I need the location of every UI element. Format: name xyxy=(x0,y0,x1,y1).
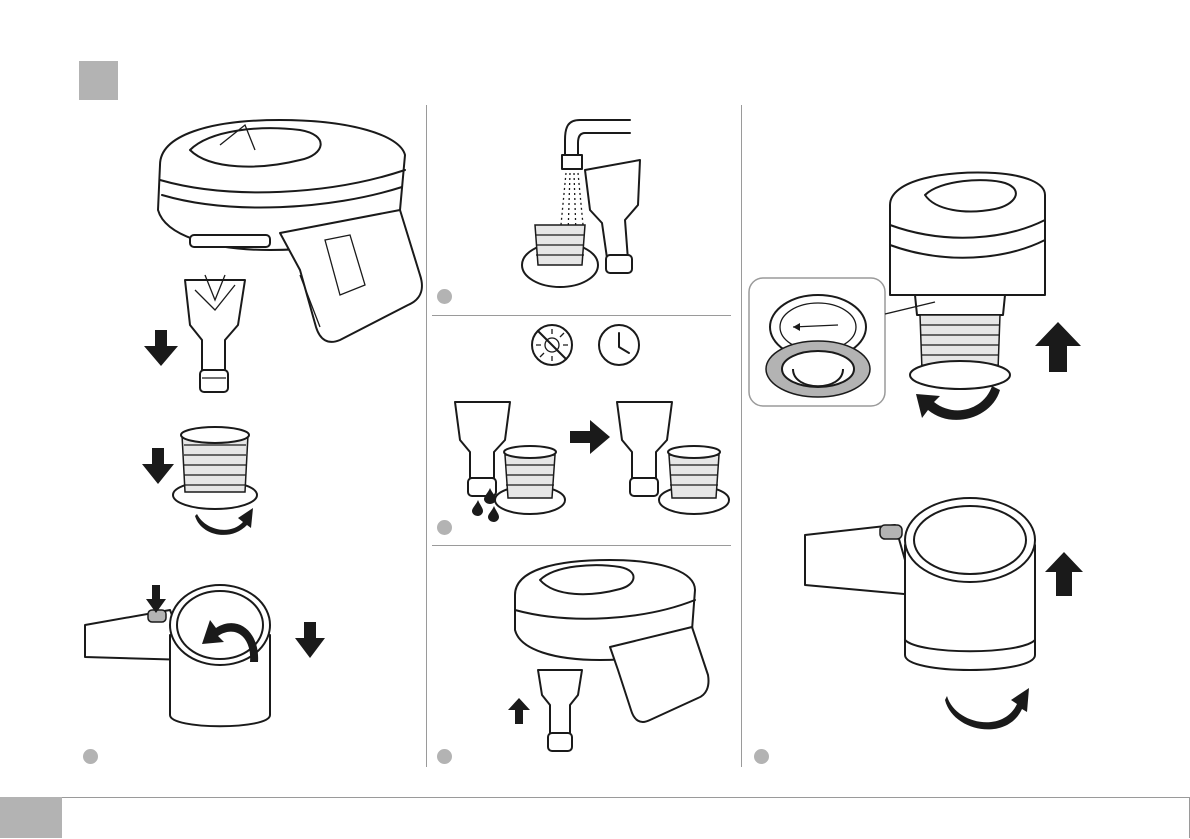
step-marker-reinsert xyxy=(437,749,452,764)
clock-icon xyxy=(597,323,641,367)
reinsert-cyclone-illustration xyxy=(510,555,710,755)
arrow-right-icon xyxy=(570,420,610,454)
section-marker xyxy=(79,61,118,100)
detail-callout-illustration xyxy=(748,277,888,409)
arrow-up-icon xyxy=(1045,552,1083,596)
dry-filters-illustration xyxy=(612,390,732,520)
cyclone-unit-illustration xyxy=(180,270,250,400)
arrow-down-icon xyxy=(295,622,325,658)
no-sunlight-icon xyxy=(530,323,574,367)
rotate-arrow-icon xyxy=(945,682,1030,730)
middle-divider-bottom xyxy=(432,545,731,546)
step-marker-left xyxy=(83,749,98,764)
arrow-down-icon xyxy=(146,585,166,613)
arrow-down-icon xyxy=(144,330,178,366)
rotate-arrow-icon xyxy=(198,612,262,668)
wet-filters-illustration xyxy=(450,390,570,520)
water-drops-icon xyxy=(470,488,506,522)
arrow-up-icon xyxy=(508,698,530,724)
rotate-arrow-icon xyxy=(195,500,255,540)
step-marker-rinse xyxy=(437,289,452,304)
step-marker-right xyxy=(754,749,769,764)
page-footer xyxy=(0,797,1190,839)
arrow-down-icon xyxy=(142,448,174,484)
middle-divider-top xyxy=(432,315,731,316)
footer-tab xyxy=(0,797,62,838)
panel-divider-right xyxy=(741,105,742,767)
rotate-arrow-icon xyxy=(912,380,1002,428)
callout-leader-line xyxy=(885,300,935,316)
arrow-up-icon xyxy=(1035,322,1081,372)
rinse-under-tap-illustration xyxy=(520,115,665,305)
close-dust-bin-illustration xyxy=(800,495,1045,695)
step-marker-dry xyxy=(437,520,452,535)
